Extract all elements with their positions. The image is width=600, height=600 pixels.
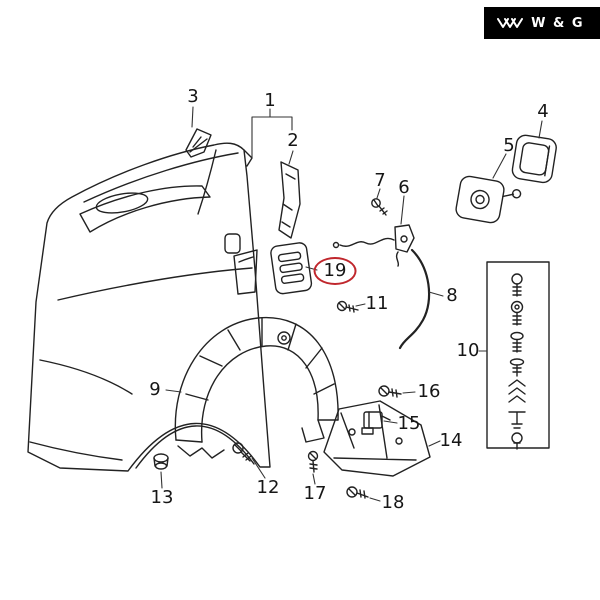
car-body-outline	[27, 142, 271, 472]
part-2-bracket	[278, 161, 301, 239]
part-label-11: 11	[365, 293, 389, 314]
part-11-screw	[336, 300, 359, 313]
part-label-15: 15	[397, 413, 421, 434]
part-12-screw	[232, 442, 252, 462]
part-label-6: 6	[398, 177, 410, 198]
part-label-7: 7	[374, 170, 386, 191]
part-19-vent-grille	[270, 242, 313, 295]
part-label-12: 12	[256, 477, 280, 498]
part-13-grommet	[153, 453, 169, 470]
part-label-19-highlighted: 19	[313, 257, 357, 285]
leader-lines	[160, 106, 543, 502]
brand-label: W & G	[531, 15, 584, 31]
part-label-14: 14	[439, 430, 463, 451]
part-label-16: 16	[417, 381, 441, 402]
part-16-screw	[378, 385, 402, 398]
part-17-screw	[307, 450, 319, 473]
part-6-latch	[332, 224, 415, 267]
part-label-4: 4	[537, 101, 549, 122]
triple-chevron-icon	[497, 18, 524, 28]
part-label-1: 1	[264, 90, 276, 111]
part-label-8: 8	[446, 285, 458, 306]
part-label-3: 3	[187, 86, 199, 107]
part-18-screw	[346, 486, 369, 499]
part-10-fastener-kit	[486, 261, 550, 450]
part-label-2: 2	[287, 130, 299, 151]
part-label-18: 18	[381, 492, 405, 513]
part-label-13: 13	[150, 487, 174, 508]
part-label-5: 5	[503, 135, 515, 156]
part-3-bracket	[185, 128, 212, 158]
brand-badge: W & G	[484, 7, 600, 39]
part-14-splash-shield	[323, 400, 431, 477]
part-label-9: 9	[149, 379, 161, 400]
part-5-filler-unit	[455, 175, 522, 224]
part-8-cable	[398, 248, 431, 350]
part-4-fuel-flap	[511, 134, 557, 184]
part-7-screw	[371, 198, 388, 216]
part-label-17: 17	[303, 483, 327, 504]
part-9-wheel-arch-liner	[174, 316, 339, 459]
part-label-10: 10	[456, 340, 480, 361]
part-15-clip	[363, 411, 391, 429]
